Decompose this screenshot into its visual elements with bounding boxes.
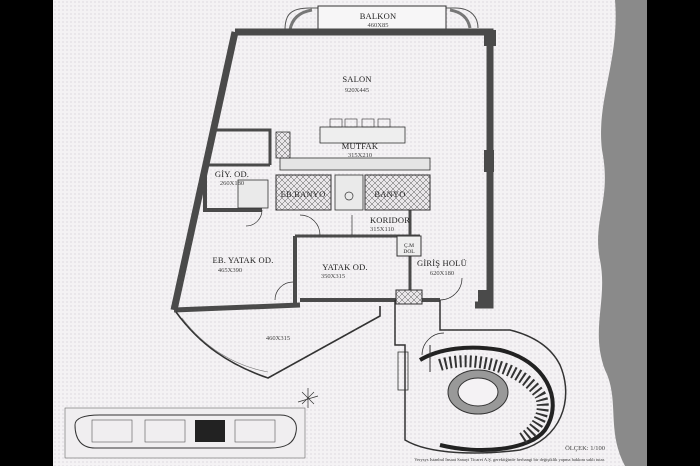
balkon-dim: 460X85 — [368, 22, 389, 29]
terrace — [175, 306, 381, 379]
eb-yatak-label: EB. YATAK OD. — [212, 255, 273, 265]
entry-closets — [395, 235, 423, 305]
ground-shape — [598, 0, 647, 466]
floor-plan-sheet: BALKON 460X85 SALON 920X445 MUTFAK 315X2… — [53, 0, 647, 466]
koridor-dim: 315X110 — [370, 226, 394, 233]
stair-core — [394, 300, 567, 454]
teras-dim: 460X315 — [266, 335, 290, 342]
balkon-label: BALKON — [360, 11, 397, 21]
doors — [245, 209, 463, 356]
giris-label: GİRİŞ HOLÜ — [417, 258, 467, 268]
yatak-label: YATAK OD. — [322, 262, 368, 272]
north-arrow-icon — [297, 388, 319, 408]
salon-label: SALON — [342, 74, 371, 84]
key-plan — [64, 407, 306, 459]
banyo-label: BANYO — [374, 189, 405, 199]
mutfak-label: MUTFAK — [342, 141, 379, 151]
yatak-dim: 350X315 — [321, 273, 345, 280]
footnote: Verysys Istanbul Insaat Sanayi Ticaret A… — [414, 457, 605, 462]
giy-od-label: GİY. OD. — [215, 169, 249, 179]
scale-label: ÖLÇEK: 1/100 — [565, 445, 605, 452]
koridor-label: KORIDOR — [370, 215, 410, 225]
mutfak-dim: 315X210 — [348, 152, 372, 159]
bathrooms — [237, 174, 431, 211]
kitchen — [275, 118, 431, 171]
giy-od-dim: 260X180 — [220, 180, 244, 187]
floor-plan-drawing: BALKON 460X85 SALON 920X445 MUTFAK 315X2… — [64, 0, 647, 466]
eb-banyo-label: EB.BANYO — [281, 189, 326, 199]
eb-yatak-dim: 465X390 — [218, 267, 242, 274]
giris-dim: 620X180 — [430, 270, 454, 277]
salon-dim: 920X445 — [345, 87, 369, 94]
